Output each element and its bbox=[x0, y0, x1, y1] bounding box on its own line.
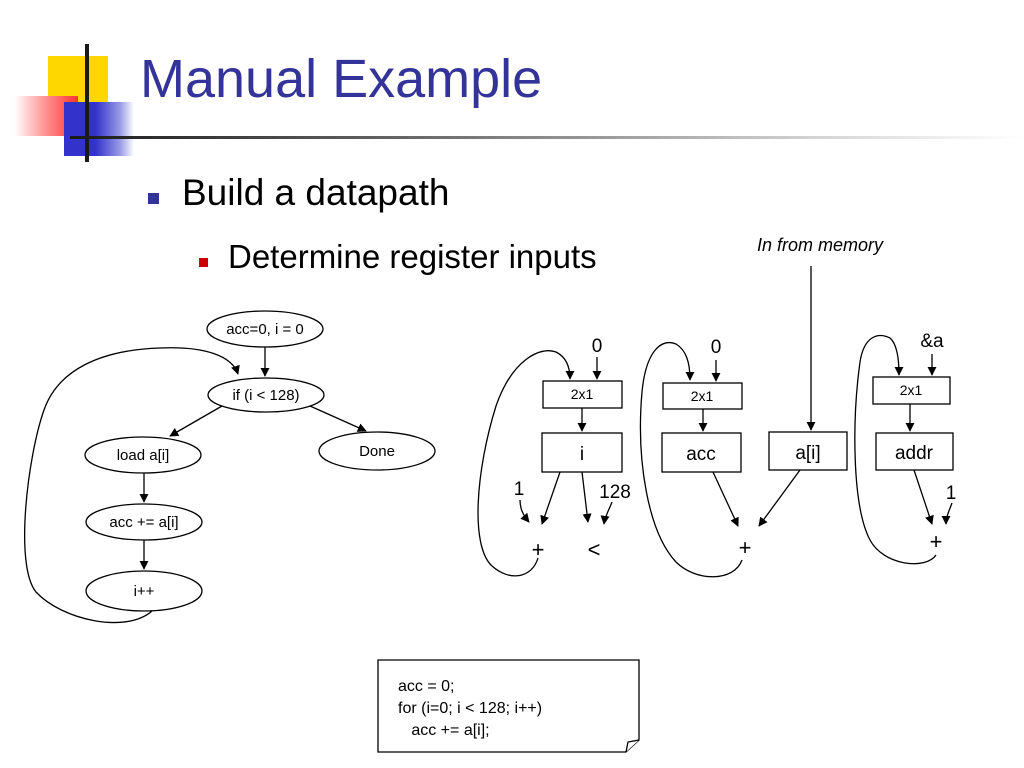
slide-title: Manual Example bbox=[140, 49, 543, 109]
title-underline bbox=[70, 136, 1024, 139]
mux-addr-label: 2x1 bbox=[900, 382, 923, 398]
register-ai-shape bbox=[768, 431, 848, 471]
wire-reg-addr-to-add bbox=[913, 469, 934, 525]
register-ai-label: a[i] bbox=[795, 443, 820, 464]
flow-node-inc-shape bbox=[85, 570, 203, 612]
code-line-3: acc += a[i]; bbox=[398, 722, 490, 739]
mux-i-label: 2x1 bbox=[571, 386, 594, 402]
const-addr-a-label: &a bbox=[920, 331, 944, 352]
flow-node-init-label: acc=0, i = 0 bbox=[226, 321, 304, 338]
wire-one-to-add-i bbox=[519, 499, 530, 523]
flow-edge-cond-done bbox=[309, 405, 367, 432]
mux-i-shape bbox=[542, 380, 623, 409]
flow-node-load-shape bbox=[84, 436, 202, 474]
mux-acc-label: 2x1 bbox=[691, 388, 714, 404]
flow-node-done-label: Done bbox=[359, 443, 395, 460]
op-acc-add-label: + bbox=[739, 535, 752, 560]
bullet-square-icon bbox=[148, 193, 159, 204]
wire-ai-to-acc-add bbox=[758, 469, 801, 527]
bullet-build-datapath: Build a datapath bbox=[182, 172, 450, 213]
code-line-2: for (i=0; i < 128; i++) bbox=[398, 700, 542, 717]
const-i-zero-label: 0 bbox=[592, 336, 603, 357]
register-acc-label: acc bbox=[686, 444, 716, 465]
memory-label: In from memory bbox=[757, 235, 884, 255]
wire-acc-feedback bbox=[639, 342, 743, 578]
wire-reg-i-to-add bbox=[540, 471, 561, 525]
wire-reg-acc-to-add bbox=[712, 471, 739, 527]
operand-one-i-label: 1 bbox=[514, 479, 525, 500]
const-acc-zero-label: 0 bbox=[711, 337, 722, 358]
flow-node-inc-label: i++ bbox=[134, 583, 155, 600]
wire-128-to-cmp bbox=[600, 501, 613, 525]
logo-blue-square bbox=[64, 102, 134, 156]
flow-node-cond-label: if (i < 128) bbox=[232, 387, 299, 404]
register-i-shape bbox=[541, 432, 623, 473]
flow-node-cond-shape bbox=[207, 377, 325, 413]
mux-addr-shape bbox=[872, 376, 951, 405]
register-acc-shape bbox=[661, 432, 742, 473]
flow-edge-loop bbox=[24, 347, 240, 624]
flow-node-load-label: load a[i] bbox=[117, 447, 170, 464]
register-addr-label: addr bbox=[895, 443, 934, 464]
op-i-cmp-label: < bbox=[588, 537, 601, 562]
wire-one-to-add-addr bbox=[941, 502, 953, 525]
wire-reg-i-to-cmp bbox=[581, 471, 592, 523]
flow-node-done-shape bbox=[318, 431, 436, 471]
register-addr-shape bbox=[875, 432, 954, 471]
wire-addr-feedback bbox=[854, 334, 937, 565]
operand-128-label: 128 bbox=[599, 482, 631, 503]
op-addr-add-label: + bbox=[930, 529, 943, 554]
sub-bullet-square-icon bbox=[199, 258, 208, 267]
mux-acc-shape bbox=[662, 382, 743, 410]
wire-i-feedback bbox=[477, 350, 575, 577]
logo-vertical-line bbox=[85, 44, 89, 162]
op-i-add-label: + bbox=[532, 537, 545, 562]
code-line-1: acc = 0; bbox=[398, 678, 454, 695]
register-i-label: i bbox=[580, 444, 584, 465]
flow-node-accum-label: acc += a[i] bbox=[109, 514, 178, 531]
code-box-fold-icon bbox=[625, 739, 640, 753]
operand-one-addr-label: 1 bbox=[946, 483, 957, 504]
flow-edge-cond-load bbox=[169, 405, 223, 437]
bullet-register-inputs: Determine register inputs bbox=[228, 238, 597, 275]
